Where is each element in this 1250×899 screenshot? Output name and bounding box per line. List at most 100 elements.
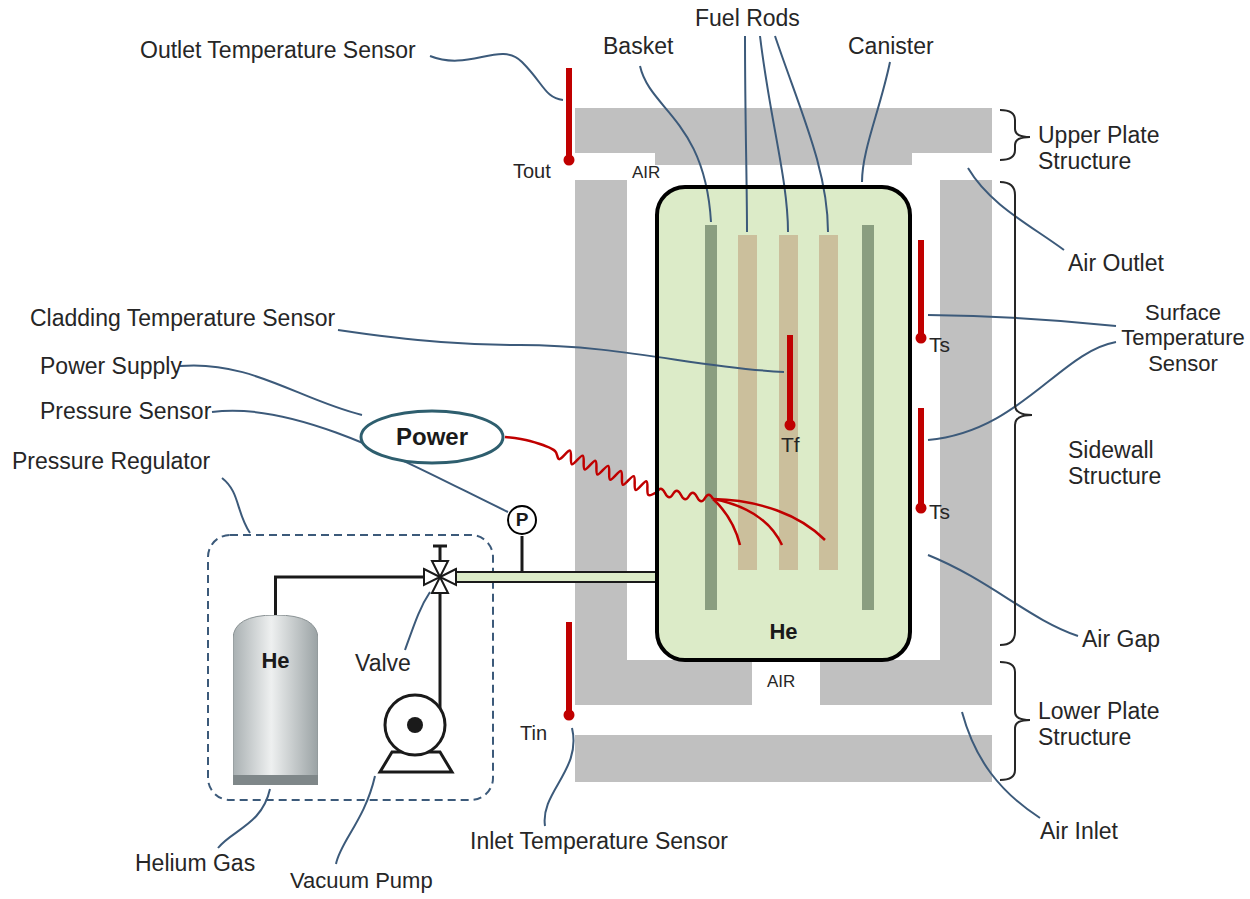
label-anchor: Air Outlet (1068, 250, 1164, 276)
leader-line (760, 36, 788, 232)
valve-symbol (432, 577, 448, 593)
node-text: P (516, 510, 529, 531)
part-label: Air Inlet (1040, 818, 1118, 844)
temperature-sensor (918, 408, 924, 508)
structure-wall (575, 735, 992, 782)
node-text: He (261, 649, 289, 673)
label-anchor: Valve (355, 650, 411, 676)
sensor-symbol: Ts (929, 500, 950, 524)
label-anchor: Lower Plate Structure (1038, 698, 1188, 751)
part-label: Helium Gas (135, 850, 255, 876)
structure-wall (575, 180, 627, 705)
part-label: Canister (848, 33, 934, 59)
part-label: Pressure Regulator (12, 448, 210, 474)
leader-line (222, 478, 250, 533)
label-anchor: AIR (767, 672, 795, 692)
gas-pipe (455, 572, 657, 582)
label-anchor: Air Gap (1082, 626, 1160, 652)
cylinder-outline (233, 615, 318, 785)
label-anchor: Inlet Temperature Sensor (470, 828, 728, 854)
label-anchor: Fuel Rods (695, 5, 800, 31)
pipe-line (521, 536, 524, 572)
power-supply-ellipse: Power (359, 409, 505, 465)
leader-line (640, 66, 711, 222)
label-anchor: AIR (632, 163, 660, 183)
structure-label: Upper Plate Structure (1038, 122, 1188, 175)
leader-line (430, 54, 563, 100)
vacuum-pump (385, 695, 445, 755)
sensor-symbol: Tf (781, 433, 800, 457)
label-anchor: Cladding Temperature Sensor (30, 305, 335, 331)
temperature-sensor (785, 420, 796, 431)
basket-plate (705, 225, 874, 610)
label-anchor: Air Inlet (1040, 818, 1118, 844)
basket-plate (705, 225, 717, 610)
part-label: Air Gap (1082, 626, 1160, 652)
label-anchor: Vacuum Pump (290, 868, 433, 893)
temperature-sensor (787, 335, 793, 425)
cylinder-outline (233, 615, 318, 785)
structure-wall (940, 180, 992, 705)
label-anchor: Ts (929, 333, 950, 357)
part-label: Outlet Temperature Sensor (140, 37, 416, 63)
structure-wall (655, 150, 912, 165)
heater-wire (657, 489, 713, 502)
fuel-rod (819, 235, 838, 570)
label-anchor: Canister (848, 33, 934, 59)
leader-line (545, 728, 574, 826)
bracket (1000, 110, 1032, 780)
sensor-symbol: Tout (513, 160, 551, 183)
label-anchor: Pressure Sensor (40, 398, 211, 424)
label-anchor: Tin (520, 722, 547, 745)
label-anchor: Basket (603, 33, 673, 59)
node-text: Power (396, 424, 468, 450)
canister-fill (657, 187, 910, 660)
pipe-line (439, 546, 442, 562)
temperature-sensor (918, 240, 924, 338)
label-anchor: Tout (513, 160, 551, 183)
leader-line (928, 315, 1116, 326)
basket-plate (862, 225, 874, 610)
leader-line (928, 555, 1078, 636)
part-label: Valve (355, 650, 411, 676)
fuel-rod (738, 235, 838, 570)
sensor-symbol: Ts (929, 333, 950, 357)
cylinder-base (233, 775, 318, 785)
temperature-sensor (564, 710, 575, 721)
label-anchor: Helium Gas (135, 850, 255, 876)
heater-wire (713, 499, 782, 545)
structure-wall (575, 108, 992, 153)
leader-line (180, 36, 1116, 864)
vacuum-pump (407, 717, 423, 733)
temperature-sensor (564, 155, 575, 166)
structure-wall (575, 660, 752, 705)
part-label: Pressure Sensor (40, 398, 211, 424)
bracket (1000, 182, 1032, 645)
leader-line (862, 62, 890, 182)
label-anchor: Tf (781, 433, 800, 457)
label-anchor: Upper Plate Structure (1038, 122, 1188, 175)
regulator-boundary (208, 535, 493, 800)
structure-wall (820, 660, 992, 705)
leader-line (775, 36, 828, 232)
label-anchor: Surface Temperature Sensor (1120, 300, 1246, 376)
sensor-symbol: Tin (520, 722, 547, 745)
part-label: Inlet Temperature Sensor (470, 828, 728, 854)
air-label: AIR (632, 163, 660, 183)
valve-symbol (432, 561, 448, 577)
canister-vessel: He (655, 185, 912, 662)
air-label: AIR (767, 672, 795, 692)
temperature-sensor (916, 503, 927, 514)
structure-label: Lower Plate Structure (1038, 698, 1188, 751)
leader-line (745, 36, 747, 232)
leader-line (405, 592, 430, 650)
part-label: Power Supply (40, 353, 182, 379)
heater-wire (713, 499, 825, 540)
pipe-line (433, 545, 447, 548)
node-text: He (769, 620, 797, 644)
label-anchor: Ts (929, 500, 950, 524)
temperature-sensor (564, 68, 927, 721)
label-anchor: Outlet Temperature Sensor (140, 37, 416, 63)
